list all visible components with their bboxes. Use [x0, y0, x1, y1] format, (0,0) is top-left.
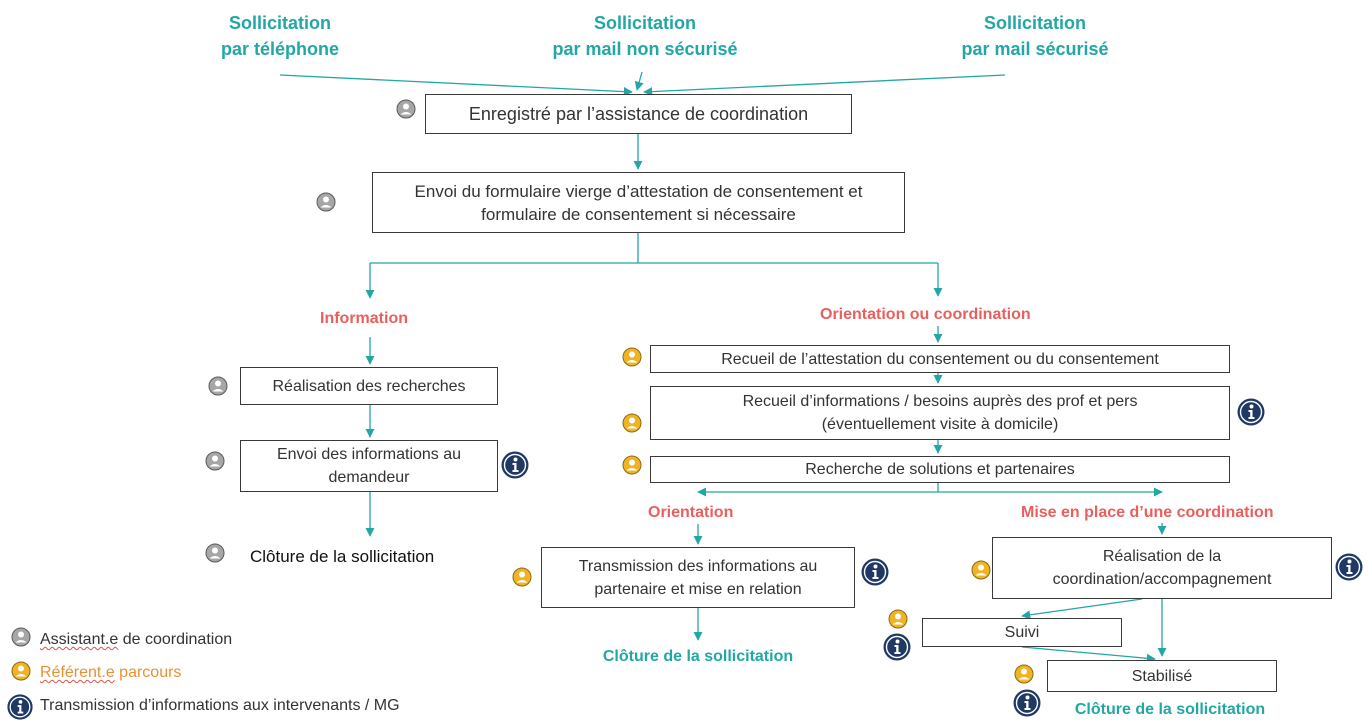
referent-person-icon: [11, 661, 31, 681]
assistant-person-icon: [208, 376, 228, 396]
info-transmission-icon: [883, 633, 911, 661]
info-transmission-icon: [7, 694, 33, 720]
legend-referent: Référent.e parcours: [40, 664, 181, 682]
send-info-line1: Envoi des informations au: [276, 446, 462, 463]
channel-mail-unsecure-line1: Sollicitation: [593, 13, 696, 33]
consent-form-line2: formulaire de consentement si nécessaire: [481, 204, 796, 224]
legend-assistant-word: Assistant.e: [40, 631, 119, 648]
assistant-person-icon: [316, 192, 336, 212]
legend-transmission: Transmission d’informations aux interven…: [40, 697, 400, 714]
referent-person-icon: [888, 609, 908, 629]
realisation-line2: coordination/accompagnement: [1052, 571, 1272, 588]
search-solutions-box: Recherche de solutions et partenaires: [650, 456, 1230, 483]
referent-person-icon: [622, 347, 642, 367]
arrow-mail-secure-to-registered: [643, 74, 1006, 97]
arrow-mail-unsecure-to-registered: [634, 71, 644, 91]
channel-mail-unsecure-line2: par mail non sécurisé: [552, 39, 738, 59]
realisation-line1: Réalisation de la: [1102, 548, 1222, 565]
channel-mail-secure: Sollicitation par mail sécurisé: [940, 10, 1130, 62]
assistant-person-icon: [205, 543, 225, 563]
transmission-box: Transmission des informations au partena…: [541, 547, 855, 608]
info-collect-box: Recueil d’informations / besoins auprès …: [650, 386, 1230, 440]
consent-form-line1: Envoi du formulaire vierge d’attestation…: [414, 181, 863, 201]
info-transmission-icon: [861, 558, 889, 586]
channel-mail-secure-line1: Sollicitation: [983, 13, 1086, 33]
information-closure: Clôture de la sollicitation: [250, 547, 435, 566]
channel-mail-unsecure: Sollicitation par mail non sécurisé: [520, 10, 770, 62]
arrow-suivi-to-stabilise: [1021, 646, 1156, 663]
assistant-person-icon: [11, 627, 31, 647]
send-info-line2: demandeur: [328, 469, 410, 486]
referent-person-icon: [622, 413, 642, 433]
info-transmission-icon: [501, 451, 529, 479]
channel-phone-line1: Sollicitation: [228, 13, 331, 33]
registered-box: Enregistré par l’assistance de coordinat…: [425, 94, 852, 134]
transmission-line1: Transmission des informations au: [578, 557, 818, 575]
legend-referent-rest: parcours: [114, 664, 182, 681]
consent-form-box: Envoi du formulaire vierge d’attestation…: [372, 172, 905, 233]
split-connector: [370, 233, 639, 264]
info-transmission-icon: [1335, 553, 1363, 581]
orientation-closure: Clôture de la sollicitation: [602, 648, 794, 665]
realisation-box: Réalisation de la coordination/accompagn…: [992, 537, 1332, 599]
research-box: Réalisation des recherches: [240, 367, 498, 405]
legend-assistant: Assistant.e de coordination: [40, 631, 232, 649]
info-transmission-icon: [1237, 398, 1265, 426]
referent-person-icon: [622, 455, 642, 475]
consent-collect-box: Recueil de l’attestation du consentement…: [650, 345, 1230, 373]
legend-assistant-rest: de coordination: [118, 631, 233, 648]
referent-person-icon: [1014, 664, 1034, 684]
coordination-closure: Clôture de la sollicitation: [1074, 701, 1266, 718]
info-transmission-icon: [1013, 689, 1041, 717]
channel-mail-secure-line2: par mail sécurisé: [961, 39, 1109, 59]
mise-en-place-heading: Mise en place d’une coordination: [1021, 504, 1274, 521]
channel-phone-line2: par téléphone: [220, 39, 340, 59]
orientation-coordination-heading: Orientation ou coordination: [820, 306, 1031, 323]
referent-person-icon: [512, 567, 532, 587]
information-heading: Information: [320, 310, 408, 327]
channel-phone: Sollicitation par téléphone: [190, 10, 370, 62]
assistant-person-icon: [205, 451, 225, 471]
arrow-realisation-to-suivi: [1021, 598, 1143, 620]
referent-person-icon: [971, 560, 991, 580]
info-collect-line1: Recueil d’informations / besoins auprès …: [742, 393, 1138, 410]
arrow-phone-to-registered: [279, 74, 633, 97]
info-collect-line2: (éventuellement visite à domicile): [821, 416, 1059, 433]
legend-referent-word: Référent.e: [40, 664, 115, 681]
orientation-heading: Orientation: [648, 504, 734, 521]
assistant-person-icon: [396, 99, 416, 119]
stabilise-box: Stabilisé: [1047, 660, 1277, 692]
send-info-box: Envoi des informations au demandeur: [240, 440, 498, 492]
suivi-box: Suivi: [922, 618, 1122, 647]
transmission-line2: partenaire et mise en relation: [594, 580, 802, 598]
